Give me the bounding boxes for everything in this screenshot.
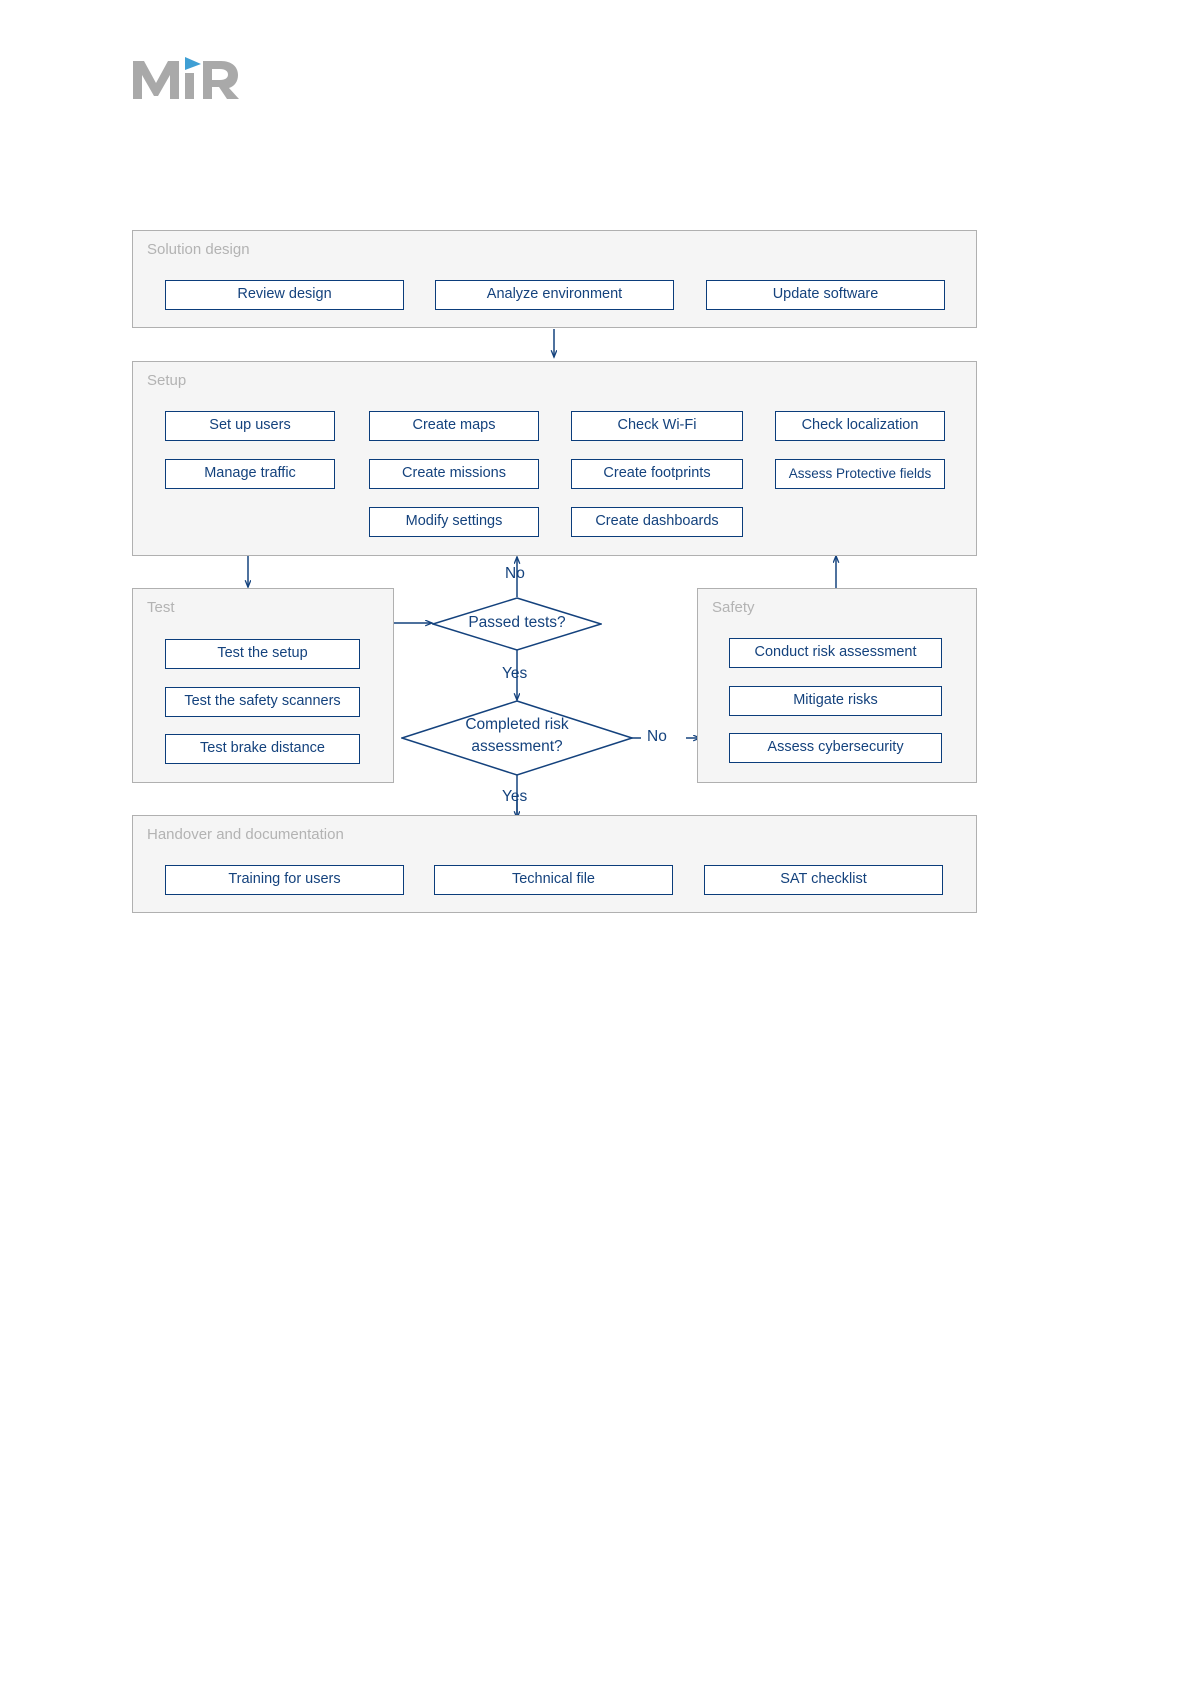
- section-title-setup: Setup: [147, 372, 187, 389]
- node-create-dashboards[interactable]: Create dashboards: [571, 507, 743, 537]
- node-check-localization[interactable]: Check localization: [775, 411, 945, 441]
- node-check-wifi[interactable]: Check Wi-Fi: [571, 411, 743, 441]
- node-training-for-users[interactable]: Training for users: [165, 865, 404, 895]
- node-label: Test the safety scanners: [184, 693, 341, 710]
- node-test-the-safety-scanners[interactable]: Test the safety scanners: [165, 687, 360, 717]
- node-label: Assess cybersecurity: [767, 739, 904, 756]
- decision-label-line-2: assessment?: [471, 738, 563, 755]
- mir-logo: [131, 55, 351, 107]
- node-technical-file[interactable]: Technical file: [434, 865, 673, 895]
- node-label: Technical file: [511, 871, 595, 888]
- node-analyze-environment[interactable]: Analyze environment: [435, 280, 674, 310]
- node-label: Create missions: [402, 465, 506, 482]
- decision-passed-tests[interactable]: Passed tests?: [432, 597, 602, 651]
- node-label: Test brake distance: [200, 740, 325, 757]
- node-label: Create footprints: [603, 465, 711, 482]
- edge-label-yes-passed-tests: Yes: [502, 665, 528, 682]
- node-label: Modify settings: [405, 513, 503, 530]
- node-test-the-setup[interactable]: Test the setup: [165, 639, 360, 669]
- section-title-test: Test: [147, 599, 175, 616]
- node-label: SAT checklist: [780, 871, 867, 888]
- node-label: Assess Protective fields: [788, 465, 932, 481]
- node-label: Training for users: [228, 871, 341, 888]
- edge-label-no-risk-assessment: No: [647, 728, 667, 745]
- node-label: Create maps: [412, 417, 496, 434]
- node-label: Create dashboards: [595, 513, 719, 530]
- node-assess-cybersecurity[interactable]: Assess cybersecurity: [729, 733, 942, 763]
- decision-label: Passed tests?: [468, 614, 566, 631]
- section-title-handover: Handover and documentation: [147, 826, 344, 843]
- node-label: Conduct risk assessment: [754, 644, 917, 661]
- node-set-up-users[interactable]: Set up users: [165, 411, 335, 441]
- decision-completed-risk-assessment[interactable]: Completed risk assessment?: [401, 700, 633, 776]
- node-label: Manage traffic: [204, 465, 296, 482]
- node-modify-settings[interactable]: Modify settings: [369, 507, 539, 537]
- node-test-brake-distance[interactable]: Test brake distance: [165, 734, 360, 764]
- node-label: Mitigate risks: [793, 692, 878, 709]
- node-label: Set up users: [209, 417, 291, 434]
- edge-label-no-passed-tests: No: [505, 565, 525, 582]
- section-solution-design: Solution design: [132, 230, 977, 328]
- node-label: Review design: [237, 286, 332, 303]
- section-title-safety: Safety: [712, 599, 755, 616]
- section-setup: Setup: [132, 361, 977, 556]
- edge-label-yes-risk-assessment: Yes: [502, 788, 528, 805]
- node-update-software[interactable]: Update software: [706, 280, 945, 310]
- node-create-missions[interactable]: Create missions: [369, 459, 539, 489]
- decision-label-line-1: Completed risk: [465, 716, 569, 733]
- node-label: Check Wi-Fi: [617, 417, 697, 434]
- section-title-solution-design: Solution design: [147, 241, 250, 258]
- node-manage-traffic[interactable]: Manage traffic: [165, 459, 335, 489]
- node-label: Analyze environment: [486, 286, 623, 303]
- diamond-shape: [401, 700, 633, 776]
- node-mitigate-risks[interactable]: Mitigate risks: [729, 686, 942, 716]
- node-create-footprints[interactable]: Create footprints: [571, 459, 743, 489]
- node-create-maps[interactable]: Create maps: [369, 411, 539, 441]
- node-label: Check localization: [801, 417, 919, 434]
- node-label: Update software: [772, 286, 879, 303]
- section-handover-and-documentation: Handover and documentation: [132, 815, 977, 913]
- node-review-design[interactable]: Review design: [165, 280, 404, 310]
- node-conduct-risk-assessment[interactable]: Conduct risk assessment: [729, 638, 942, 668]
- diamond-shape: [432, 597, 602, 651]
- node-sat-checklist[interactable]: SAT checklist: [704, 865, 943, 895]
- node-assess-protective-fields[interactable]: Assess Protective fields: [775, 459, 945, 489]
- node-label: Test the setup: [217, 645, 308, 662]
- mir-logo-mark: [133, 57, 239, 99]
